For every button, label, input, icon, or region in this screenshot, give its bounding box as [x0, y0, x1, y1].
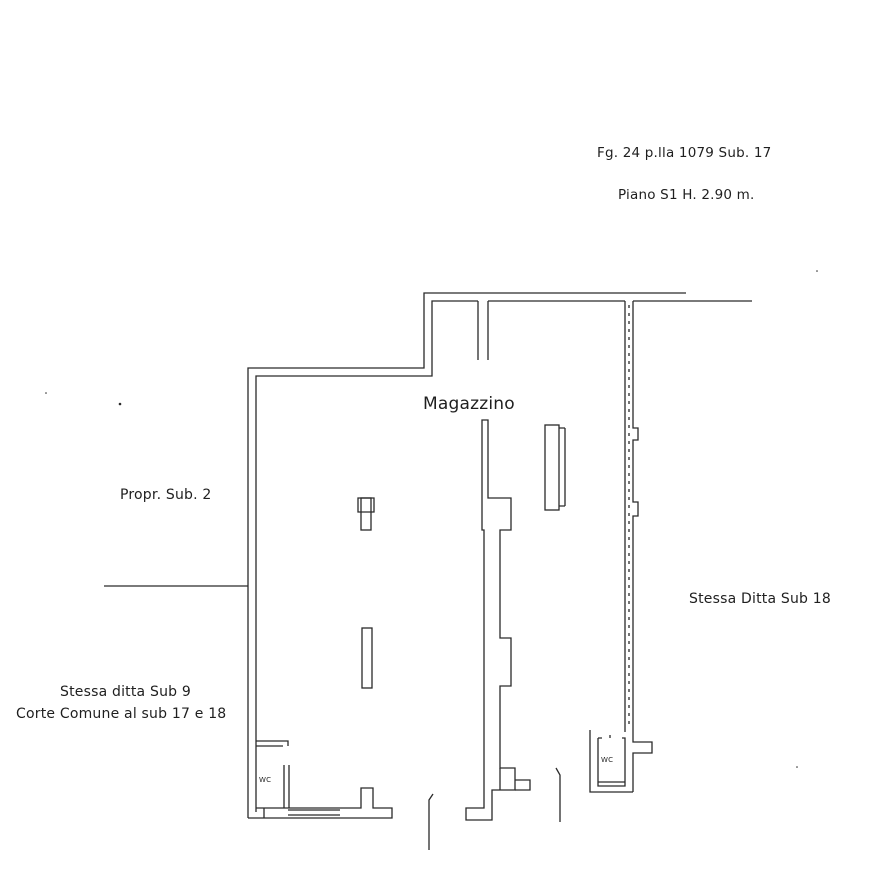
- neighbor-east-label: Stessa Ditta Sub 18: [689, 591, 831, 607]
- pillar-2: [361, 627, 373, 689]
- central-wall-step: [499, 768, 531, 791]
- neighbor-southwest-line2: Corte Comune al sub 17 e 18: [16, 706, 227, 722]
- central-wall: [477, 301, 489, 360]
- outer-wall-left: [247, 292, 686, 818]
- drawing-reference: Fg. 24 p.lla 1079 Sub. 17: [597, 145, 772, 161]
- pillar-1: [360, 497, 372, 531]
- floor-height-label: Piano S1 H. 2.90 m.: [618, 187, 755, 203]
- pillar-3-cap: [559, 427, 566, 507]
- door-arc-1: [428, 793, 434, 850]
- bottom-wall-detail: [263, 808, 340, 818]
- wc-left-label: WC: [259, 776, 272, 784]
- neighbor-southwest-line1: Stessa ditta Sub 9: [60, 684, 191, 700]
- wc-right-detail: [598, 735, 625, 783]
- speck-1: [118, 402, 122, 406]
- pillar-3: [544, 424, 560, 511]
- speck-4: [796, 766, 798, 768]
- wc-left-partition: [256, 740, 289, 747]
- pillar-1-top: [357, 497, 375, 513]
- door-arc-2: [555, 767, 561, 822]
- speck-2: [45, 392, 47, 394]
- wc-right-label: WC: [601, 756, 614, 764]
- speck-3: [816, 270, 818, 272]
- wc-right-block: [589, 730, 633, 793]
- central-wall-lower: [465, 419, 516, 821]
- wc-left-door-jamb: [283, 765, 290, 808]
- neighbor-west-label: Propr. Sub. 2: [120, 487, 212, 503]
- bottom-wall-left: [248, 787, 393, 819]
- outer-wall-left-inner: [255, 300, 478, 812]
- room-label-magazzino: Magazzino: [423, 394, 515, 414]
- east-wall-outer: [632, 301, 653, 792]
